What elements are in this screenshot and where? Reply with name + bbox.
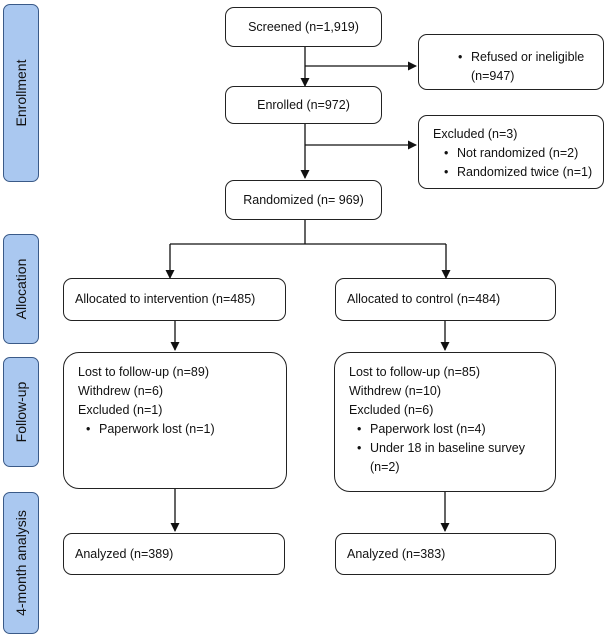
enrolled-box: Enrolled (n=972) [225,86,382,124]
control-allocation-box: Allocated to control (n=484) [335,278,556,321]
stage-enrollment: Enrollment [3,4,39,182]
excluded-reason: Randomized twice (n=1) [444,163,595,182]
exclusion-reason: Paperwork lost (n=1) [86,420,276,439]
screened-box: Screened (n=1,919) [225,7,382,47]
randomized-label: Randomized (n= 969) [243,192,364,207]
intervention-allocation-label: Allocated to intervention (n=485) [75,292,256,306]
intervention-analyzed-label: Analyzed (n=389) [75,546,174,561]
stage-label: 4-month analysis [13,510,29,616]
exclusion-reason: Paperwork lost (n=4) [357,420,535,439]
excluded-box: Excluded (n=3) Not randomized (n=2) Rand… [418,115,604,189]
line-randomized-split [170,220,446,245]
refused-box: Refused or ineligible (n=947) [418,34,604,90]
lost-to-followup: Lost to follow-up (n=85) [349,365,480,379]
control-allocation-label: Allocated to control (n=484) [347,292,501,306]
withdrew: Withdrew (n=10) [349,384,442,398]
excluded: Excluded (n=6) [349,403,434,417]
refused-label: Refused or ineligible (n=947) [458,48,595,86]
exclusion-reason: Under 18 in baseline survey (n=2) [357,439,535,477]
lost-to-followup: Lost to follow-up (n=89) [78,365,209,379]
intervention-analyzed-box: Analyzed (n=389) [63,533,285,575]
control-followup-box: Lost to follow-up (n=85) Withdrew (n=10)… [334,352,556,492]
intervention-allocation-box: Allocated to intervention (n=485) [63,278,286,321]
stage-analysis: 4-month analysis [3,492,39,634]
excluded-title: Excluded (n=3) [433,127,518,141]
intervention-followup-box: Lost to follow-up (n=89) Withdrew (n=6) … [63,352,287,489]
withdrew: Withdrew (n=6) [78,384,164,398]
stage-label: Allocation [13,258,29,320]
screened-label: Screened (n=1,919) [248,19,359,34]
excluded-reason: Not randomized (n=2) [444,144,595,163]
stage-allocation: Allocation [3,234,39,344]
enrolled-label: Enrolled (n=972) [257,97,350,112]
stage-label: Follow-up [13,381,29,443]
stage-label: Enrollment [13,59,29,127]
stage-follow-up: Follow-up [3,357,39,467]
randomized-box: Randomized (n= 969) [225,180,382,220]
excluded: Excluded (n=1) [78,403,163,417]
control-analyzed-label: Analyzed (n=383) [347,546,446,561]
control-analyzed-box: Analyzed (n=383) [335,533,556,575]
